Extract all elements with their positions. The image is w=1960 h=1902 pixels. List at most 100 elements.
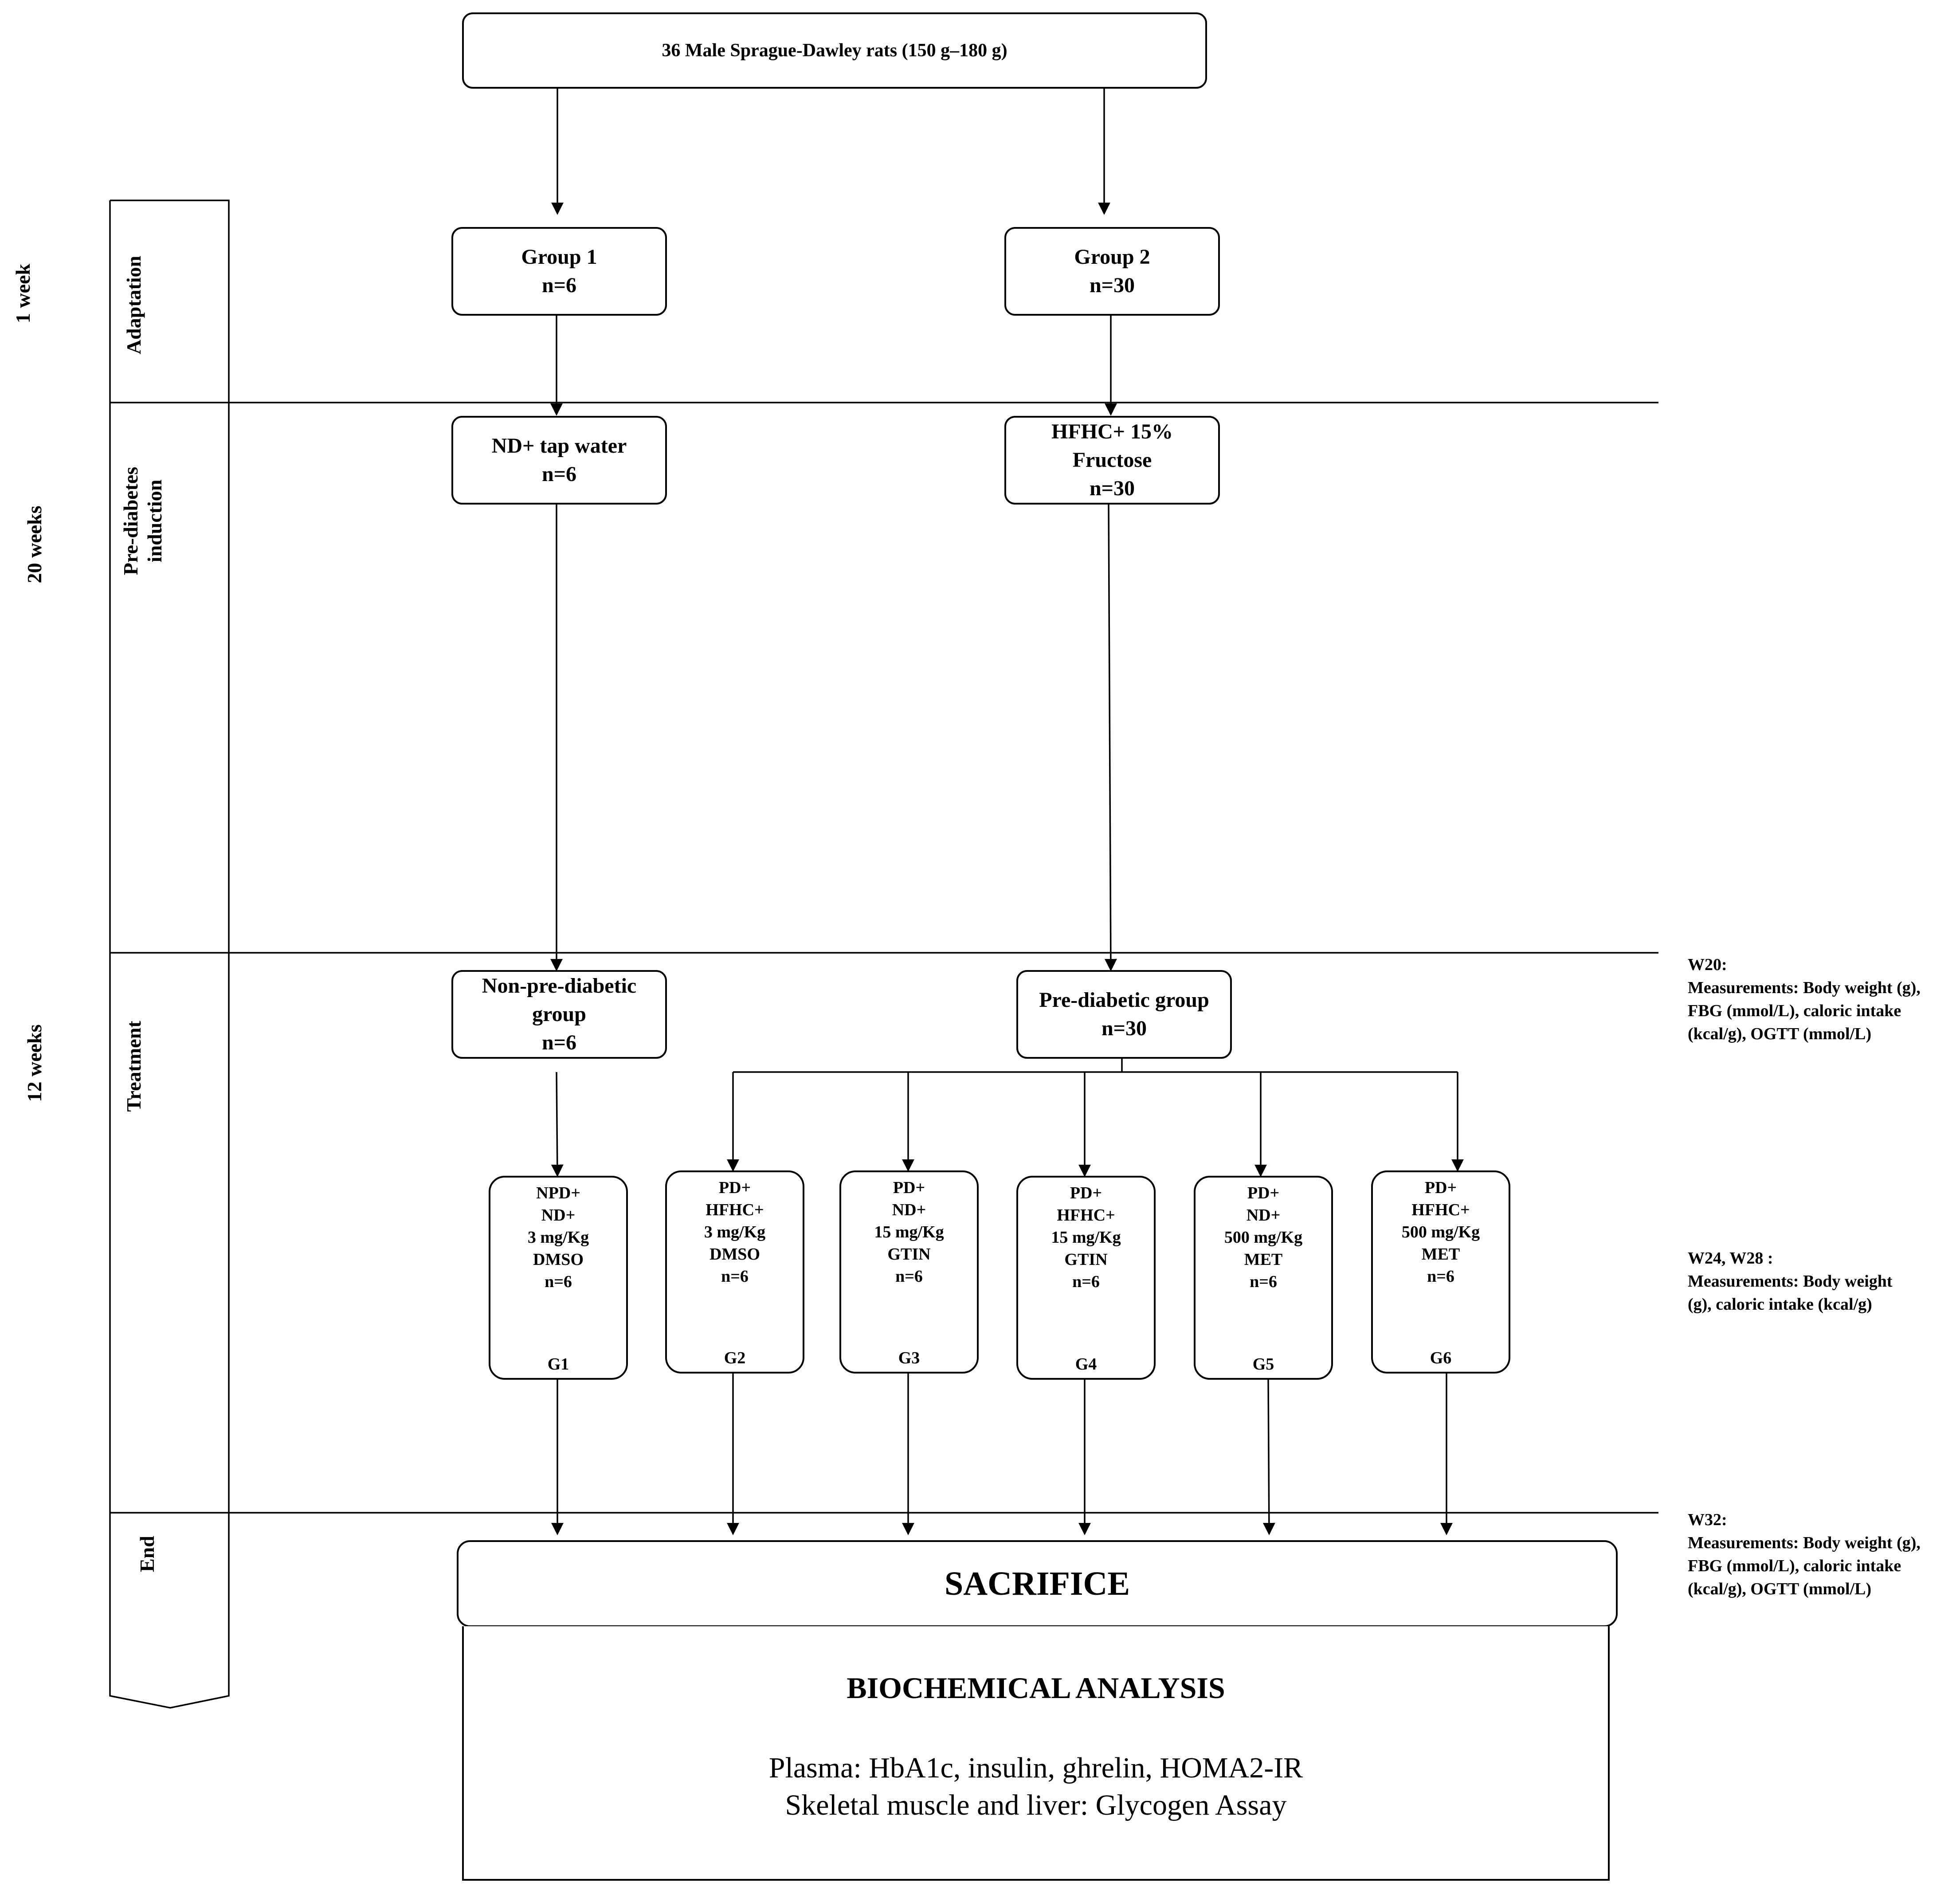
nd-box-line2: n=6 (541, 462, 577, 486)
note-w20-line1: W20: (1688, 955, 1727, 974)
g6-line5: n=6 (1427, 1267, 1454, 1286)
phase-prediabetes-induction: Pre-diabetes induction (119, 450, 167, 592)
biochemical-analysis-box: BIOCHEMICAL ANALYSIS Plasma: HbA1c, insu… (462, 1626, 1610, 1881)
g1-line2: ND+ (541, 1206, 576, 1225)
treatment-group-g6: PD+ HFHC+ 500 mg/Kg MET n=6 G6 (1371, 1170, 1510, 1374)
g6-line1: PD+ (1424, 1178, 1457, 1197)
note-w32-line3: FBG (mmol/L), caloric intake (1688, 1557, 1901, 1575)
top-box-label: 36 Male Sprague-Dawley rats (150 g–180 g… (662, 40, 1007, 61)
hfhc-box-line1: HFHC+ 15% (1051, 420, 1173, 443)
g4-line4: GTIN (1064, 1250, 1108, 1269)
g5-line2: ND+ (1246, 1206, 1281, 1225)
nd-box-line1: ND+ tap water (491, 434, 627, 458)
hfhc-fructose-box: HFHC+ 15% Fructose n=30 (1004, 416, 1220, 505)
group1-title: Group 1 (521, 245, 597, 269)
g3-id: G3 (898, 1349, 920, 1367)
note-w20-line4: (kcal/g), OGTT (mmol/L) (1688, 1025, 1872, 1043)
phase-end: End (136, 1536, 158, 1572)
g5-line5: n=6 (1250, 1272, 1277, 1291)
phase-adaptation: Adaptation (122, 255, 145, 355)
g2-line5: n=6 (721, 1267, 749, 1286)
g3-lines: PD+ ND+ 15 mg/Kg GTIN n=6 (841, 1177, 977, 1288)
note-w32-line4: (kcal/g), OGTT (mmol/L) (1688, 1580, 1872, 1598)
g2-line1: PD+ (718, 1178, 751, 1197)
phase-induction-label: Pre-diabetes induction (119, 466, 166, 575)
arrow-hfhc-pd (1104, 504, 1117, 971)
duration-1-week: 1 week (12, 263, 34, 324)
group1-box: Group 1 n=6 (451, 227, 667, 316)
hfhc-box-line3: n=30 (1089, 477, 1135, 500)
note-w32-line1: W32: (1688, 1511, 1727, 1529)
duration-12-weeks: 12 weeks (23, 1024, 46, 1102)
g2-line2: HFHC+ (706, 1201, 764, 1219)
g2-line4: DMSO (710, 1245, 760, 1264)
g1-lines: NPD+ ND+ 3 mg/Kg DMSO n=6 (490, 1182, 626, 1293)
duration-20-weeks: 20 weeks (23, 505, 46, 583)
g6-line4: MET (1421, 1245, 1460, 1264)
g3-line3: 15 mg/Kg (874, 1223, 944, 1241)
g3-line1: PD+ (893, 1178, 925, 1197)
treatment-group-g4: PD+ HFHC+ 15 mg/Kg GTIN n=6 G4 (1016, 1176, 1156, 1380)
g5-id: G5 (1252, 1355, 1274, 1374)
g3-line4: GTIN (887, 1245, 931, 1264)
group2-box: Group 2 n=30 (1004, 227, 1220, 316)
analysis-plasma-line: Plasma: HbA1c, insulin, ghrelin, HOMA2-I… (768, 1752, 1303, 1784)
npd-box-line2: group (532, 1002, 586, 1026)
group2-title: Group 2 (1074, 245, 1150, 269)
g6-id: G6 (1430, 1349, 1452, 1367)
note-w24-line1: W24, W28 : (1688, 1249, 1773, 1268)
g2-lines: PD+ HFHC+ 3 mg/Kg DMSO n=6 (667, 1177, 803, 1288)
g6-line2: HFHC+ (1411, 1201, 1470, 1219)
note-w20-line3: FBG (mmol/L), caloric intake (1688, 1002, 1901, 1020)
g5-line1: PD+ (1247, 1184, 1280, 1202)
timeline-column (109, 200, 230, 1709)
g5-lines: PD+ ND+ 500 mg/Kg MET n=6 (1196, 1182, 1331, 1293)
top-box: 36 Male Sprague-Dawley rats (150 g–180 g… (462, 12, 1207, 89)
g4-line5: n=6 (1072, 1272, 1100, 1291)
nd-tap-water-box: ND+ tap water n=6 (451, 416, 667, 505)
npd-box-line1: Non-pre-diabetic (482, 974, 637, 998)
analysis-glycogen-line: Skeletal muscle and liver: Glycogen Assa… (785, 1789, 1287, 1821)
group1-count: n=6 (541, 274, 577, 297)
arrow-g5-sacrifice (1262, 1379, 1275, 1535)
g3-line2: ND+ (892, 1201, 926, 1219)
sacrifice-box: SACRIFICE (457, 1540, 1618, 1627)
treatment-group-g3: PD+ ND+ 15 mg/Kg GTIN n=6 G3 (839, 1170, 979, 1374)
g4-lines: PD+ HFHC+ 15 mg/Kg GTIN n=6 (1018, 1182, 1154, 1293)
g2-line3: 3 mg/Kg (704, 1223, 766, 1241)
note-w20: W20: Measurements: Body weight (g), FBG … (1688, 953, 1921, 1045)
g1-line1: NPD+ (536, 1184, 580, 1202)
g5-line4: MET (1244, 1250, 1283, 1269)
g4-line3: 15 mg/Kg (1051, 1228, 1121, 1247)
g4-line1: PD+ (1070, 1184, 1102, 1202)
g5-line3: 500 mg/Kg (1224, 1228, 1303, 1247)
g1-line5: n=6 (545, 1272, 572, 1291)
treatment-group-g2: PD+ HFHC+ 3 mg/Kg DMSO n=6 G2 (665, 1170, 804, 1374)
non-prediabetic-group-box: Non-pre-diabetic group n=6 (451, 970, 667, 1059)
g3-line5: n=6 (895, 1267, 923, 1286)
group2-count: n=30 (1089, 274, 1135, 297)
npd-box-line3: n=6 (541, 1031, 577, 1054)
analysis-title: BIOCHEMICAL ANALYSIS (847, 1671, 1225, 1705)
hfhc-box-line2: Fructose (1072, 448, 1152, 472)
sacrifice-label: SACRIFICE (944, 1565, 1130, 1602)
g1-line4: DMSO (533, 1250, 584, 1269)
treatment-group-g1: NPD+ ND+ 3 mg/Kg DMSO n=6 G1 (489, 1176, 628, 1380)
note-w20-line2: Measurements: Body weight (g), (1688, 978, 1921, 997)
prediabetic-group-box: Pre-diabetic group n=30 (1016, 970, 1232, 1059)
g2-id: G2 (724, 1349, 746, 1367)
g4-id: G4 (1075, 1355, 1097, 1374)
pd-box-line1: Pre-diabetic group (1039, 988, 1209, 1012)
g1-id: G1 (547, 1355, 569, 1374)
phase-treatment: Treatment (122, 1021, 145, 1112)
g4-line2: HFHC+ (1057, 1206, 1115, 1225)
note-w32-line2: Measurements: Body weight (g), (1688, 1534, 1921, 1552)
note-w24-line2: Measurements: Body weight (1688, 1272, 1893, 1291)
g6-lines: PD+ HFHC+ 500 mg/Kg MET n=6 (1373, 1177, 1509, 1288)
treatment-group-g5: PD+ ND+ 500 mg/Kg MET n=6 G5 (1194, 1176, 1333, 1380)
pd-box-line2: n=30 (1101, 1017, 1147, 1040)
note-w24-w28: W24, W28 : Measurements: Body weight (g)… (1688, 1247, 1893, 1316)
note-w24-line3: (g), caloric intake (kcal/g) (1688, 1295, 1872, 1314)
